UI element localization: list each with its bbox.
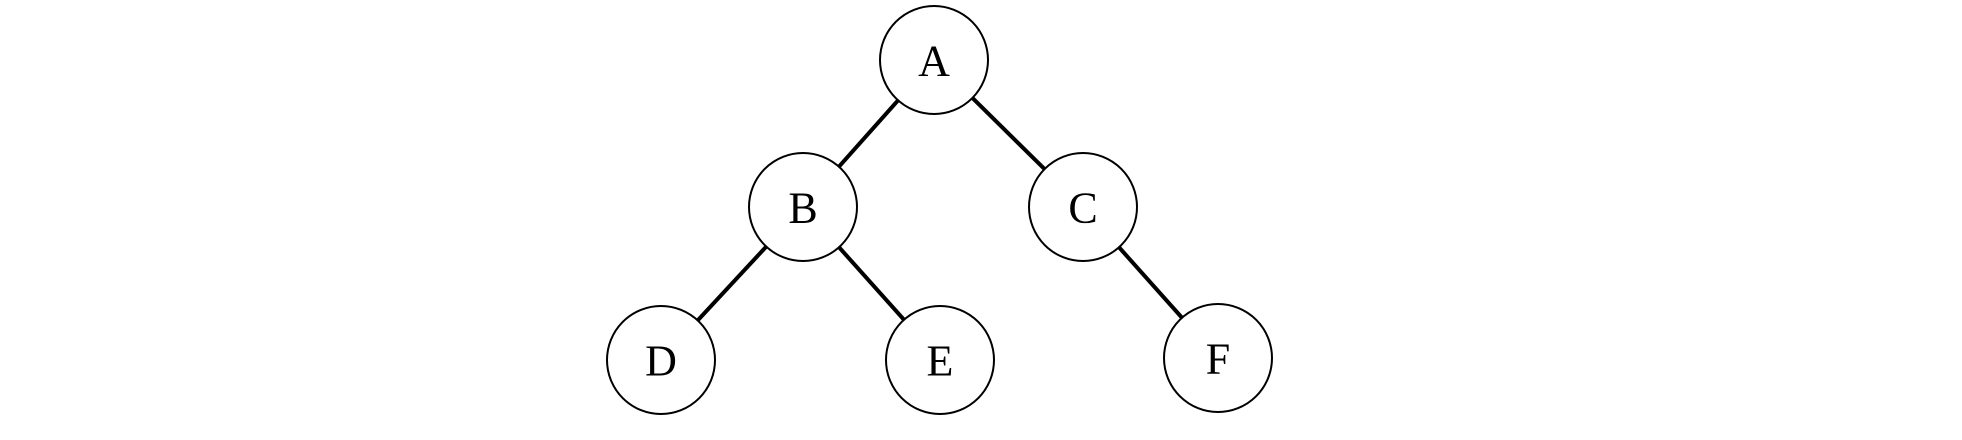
edge-layer bbox=[696, 96, 1184, 322]
tree-node-circle-d bbox=[606, 305, 716, 415]
tree-node-d[interactable]: D bbox=[606, 305, 716, 415]
tree-node-label-f: F bbox=[1206, 335, 1230, 384]
tree-edge-b-d bbox=[696, 245, 768, 322]
tree-node-b[interactable]: B bbox=[748, 152, 858, 262]
tree-node-circle-c bbox=[1028, 152, 1138, 262]
tree-node-a[interactable]: A bbox=[879, 5, 989, 115]
tree-node-circle-b bbox=[748, 152, 858, 262]
tree-node-e[interactable]: E bbox=[885, 305, 995, 415]
tree-edge-b-e bbox=[837, 245, 906, 322]
tree-node-circle-e bbox=[885, 305, 995, 415]
tree-node-f[interactable]: F bbox=[1163, 303, 1273, 413]
tree-edge-a-c bbox=[971, 96, 1046, 171]
tree-node-label-d: D bbox=[645, 337, 677, 386]
tree-edge-a-b bbox=[837, 98, 900, 169]
node-layer: A B C D E F bbox=[606, 5, 1273, 415]
tree-node-circle-a bbox=[879, 5, 989, 115]
tree-node-label-e: E bbox=[927, 337, 954, 386]
tree-edge-c-f bbox=[1117, 245, 1184, 320]
tree-node-c[interactable]: C bbox=[1028, 152, 1138, 262]
tree-node-label-a: A bbox=[918, 37, 950, 86]
tree-node-label-c: C bbox=[1068, 184, 1097, 233]
tree-node-circle-f bbox=[1163, 303, 1273, 413]
tree-node-label-b: B bbox=[788, 184, 817, 233]
